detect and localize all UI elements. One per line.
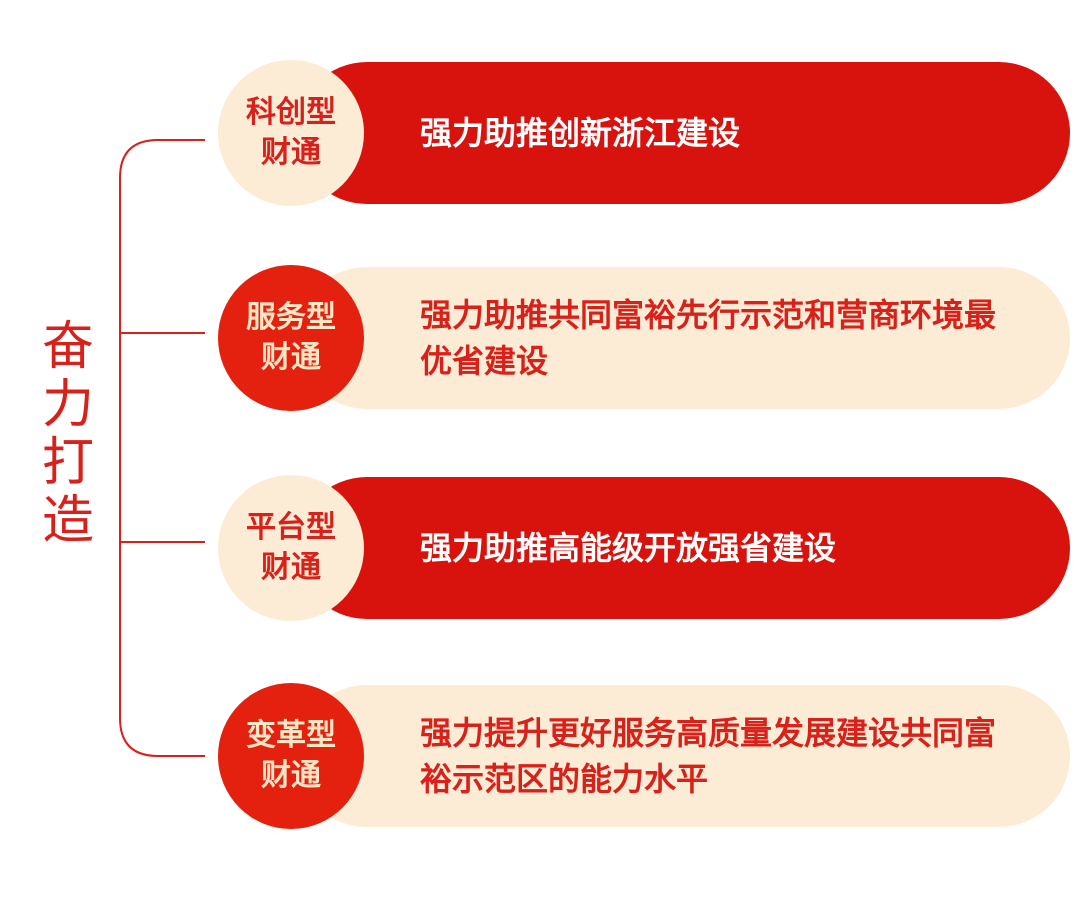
row-pingtai: 强力助推高能级开放强省建设 平台型 财通 (218, 475, 1070, 621)
row-text: 强力助推共同富裕先行示范和营商环境最优省建设 (420, 296, 997, 380)
row-text: 强力助推创新浙江建设 (420, 114, 741, 152)
badge-line1: 服务型 (246, 300, 336, 335)
badge-biange: 变革型 财通 (218, 683, 364, 829)
badge-line1: 平台型 (246, 510, 336, 545)
pill-fuwu: 强力助推共同富裕先行示范和营商环境最优省建设 (296, 267, 1070, 409)
pill-keichuang: 强力助推创新浙江建设 (296, 62, 1070, 204)
row-keichuang: 强力助推创新浙江建设 科创型 财通 (218, 60, 1070, 206)
row-biange: 强力提升更好服务高质量发展建设共同富裕示范区的能力水平 变革型 财通 (218, 683, 1070, 829)
row-text: 强力助推高能级开放强省建设 (420, 529, 837, 567)
pill-biange: 强力提升更好服务高质量发展建设共同富裕示范区的能力水平 (296, 685, 1070, 827)
side-label: 奋力打造 (41, 317, 94, 551)
badge-line2: 财通 (261, 135, 321, 170)
badge-fuwu: 服务型 财通 (218, 265, 364, 411)
badge-keichuang: 科创型 财通 (218, 60, 364, 206)
badge-line2: 财通 (261, 758, 321, 793)
row-text: 强力提升更好服务高质量发展建设共同富裕示范区的能力水平 (420, 714, 997, 798)
row-fuwu: 强力助推共同富裕先行示范和营商环境最优省建设 服务型 财通 (218, 265, 1070, 411)
badge-pingtai: 平台型 财通 (218, 475, 364, 621)
badge-line2: 财通 (261, 550, 321, 585)
badge-line1: 变革型 (246, 718, 336, 753)
badge-line1: 科创型 (246, 95, 336, 130)
pill-pingtai: 强力助推高能级开放强省建设 (296, 477, 1070, 619)
badge-line2: 财通 (261, 340, 321, 375)
